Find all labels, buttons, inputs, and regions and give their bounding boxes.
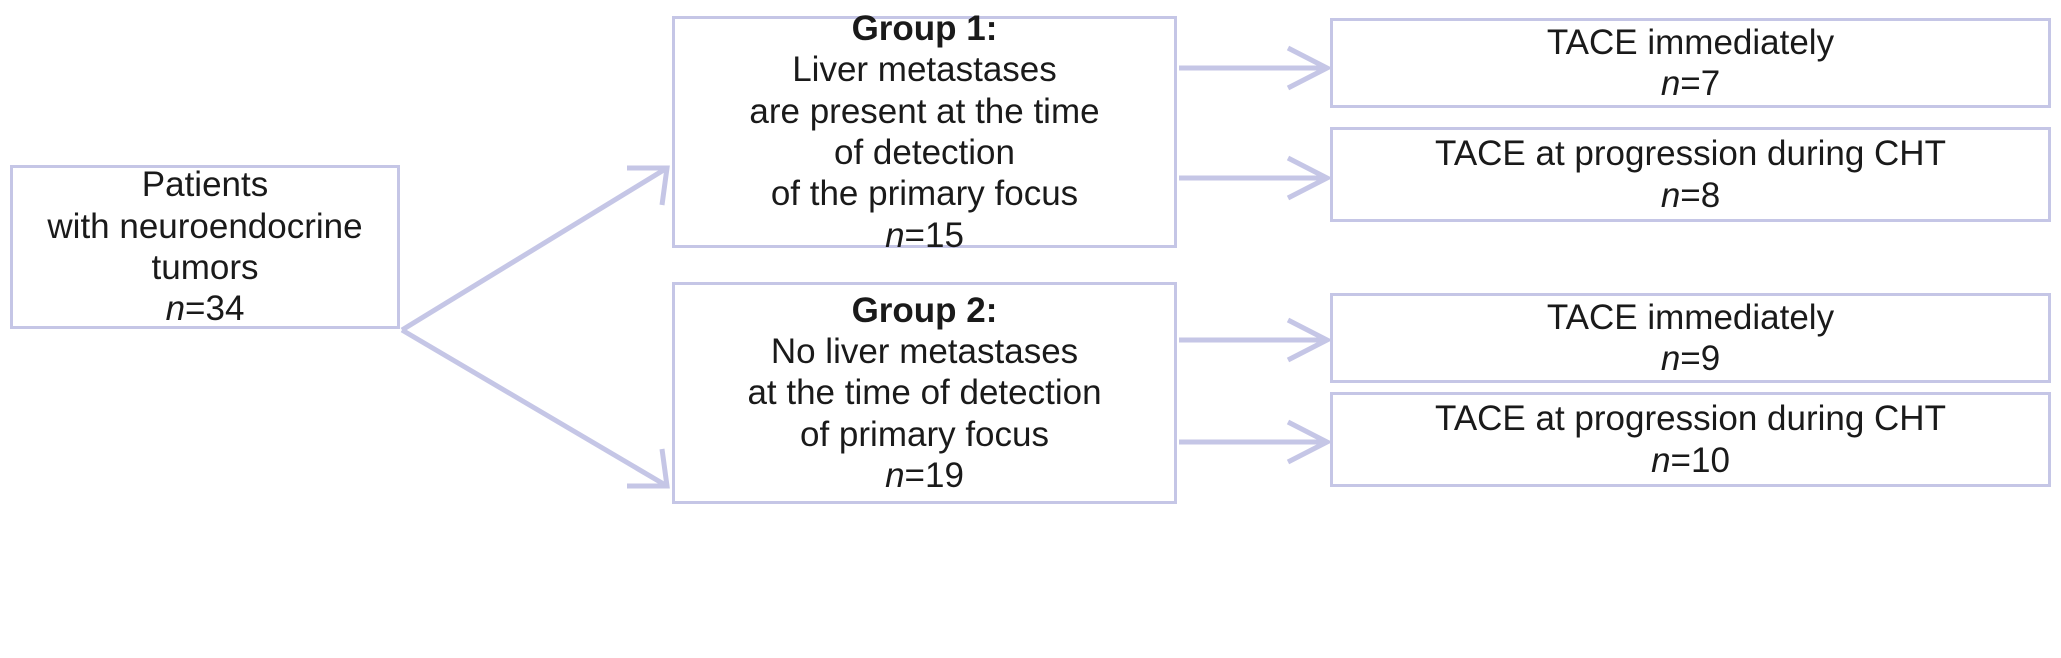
node-outcome-2-count-symbol: n	[1660, 175, 1681, 215]
node-outcome-4-count-value: =10	[1670, 440, 1730, 480]
node-outcome-tace-progression-group1[interactable]: TACE at progression during CHT n=8	[1330, 127, 2051, 222]
edge-group2-to-out4	[1179, 419, 1333, 465]
node-group-1-line-3: of detection	[834, 133, 1015, 172]
node-group-1[interactable]: Group 1: Liver metastases are present at…	[672, 9, 1177, 255]
node-group-1-count: n=15	[885, 215, 964, 256]
node-group-2-count-value: =19	[904, 455, 964, 495]
node-outcome-3-count: n=9	[1661, 338, 1720, 379]
node-group-2-line-3: of primary focus	[800, 414, 1049, 454]
node-outcome-1-line-1: TACE immediately	[1546, 22, 1835, 62]
edge-group1-to-out1	[1179, 45, 1333, 91]
node-root-line-3: tumors	[151, 248, 259, 287]
node-outcome-tace-immediately-group1[interactable]: TACE immediately n=7	[1330, 18, 2051, 108]
edge-root-to-group1	[400, 165, 670, 333]
node-group-2-line-1: No liver metastases	[770, 332, 1079, 372]
node-root-count-symbol: n	[165, 289, 186, 329]
node-outcome-tace-progression-group2[interactable]: TACE at progression during CHT n=10	[1330, 392, 2051, 487]
node-group-2[interactable]: Group 2: No liver metastases at the time…	[672, 282, 1177, 504]
node-group-2-line-2: at the time of detection	[747, 373, 1102, 413]
node-root-line-2: with neuroendocrine	[47, 206, 363, 246]
node-outcome-3-count-value: =9	[1680, 339, 1721, 378]
node-group-1-line-1: Liver metastases	[792, 50, 1057, 90]
node-outcome-4-line-1: TACE at progression during CHT	[1435, 399, 1946, 439]
node-group-1-line-4: of the primary focus	[770, 174, 1079, 214]
node-outcome-4-count: n=10	[1651, 440, 1730, 481]
node-outcome-4-count-symbol: n	[1651, 440, 1671, 480]
node-group-1-count-symbol: n	[885, 215, 905, 255]
node-outcome-1-count: n=7	[1661, 63, 1720, 104]
node-outcome-2-count-value: =8	[1680, 175, 1721, 215]
node-group-1-count-value: =15	[904, 215, 964, 255]
node-root-count: n=34	[166, 288, 245, 329]
node-root-count-value: =34	[185, 289, 245, 329]
node-outcome-tace-immediately-group2[interactable]: TACE immediately n=9	[1330, 293, 2051, 383]
node-patients-root[interactable]: Patients with neuroendocrine tumors n=34	[10, 165, 400, 329]
node-outcome-3-count-symbol: n	[1660, 339, 1681, 378]
node-outcome-2-line-1: TACE at progression during CHT	[1435, 134, 1946, 174]
node-outcome-1-count-symbol: n	[1660, 64, 1681, 103]
node-outcome-1-count-value: =7	[1680, 64, 1721, 103]
edge-group2-to-out3	[1179, 317, 1333, 363]
node-group-2-heading: Group 2:	[851, 290, 998, 330]
node-group-1-line-2: are present at the time	[749, 91, 1100, 131]
node-group-2-count: n=19	[885, 455, 964, 496]
node-group-2-count-symbol: n	[885, 455, 905, 495]
edge-group1-to-out2	[1179, 155, 1333, 201]
node-outcome-3-line-1: TACE immediately	[1546, 297, 1835, 337]
node-group-1-heading: Group 1:	[851, 9, 998, 49]
node-root-line-1: Patients	[141, 165, 269, 205]
edge-root-to-group2	[400, 327, 670, 489]
node-outcome-2-count: n=8	[1661, 175, 1720, 216]
